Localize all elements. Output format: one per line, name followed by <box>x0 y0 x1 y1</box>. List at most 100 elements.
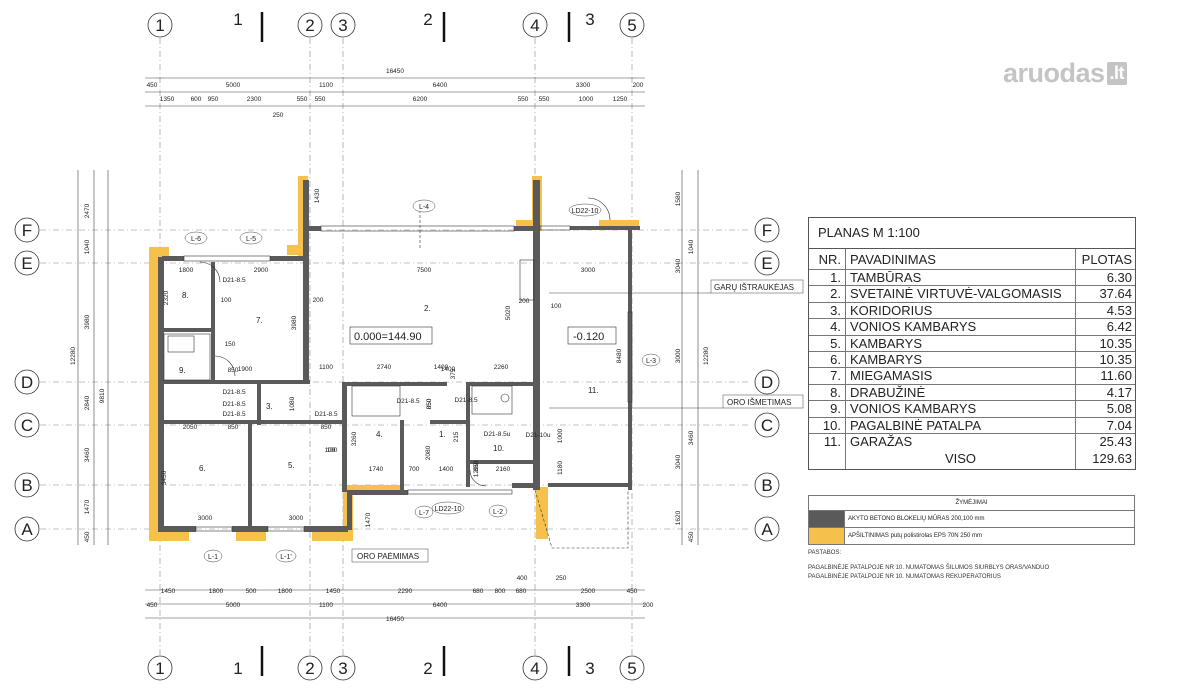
svg-text:450: 450 <box>147 82 158 89</box>
svg-text:850: 850 <box>228 424 239 431</box>
svg-text:1: 1 <box>155 659 164 678</box>
axis-grid <box>40 38 750 655</box>
room-area: 4.53 <box>1106 302 1132 318</box>
dimension-texts-right: 1580 1040 3040 3000 3460 3040 1620 450 1… <box>675 191 710 542</box>
svg-text:2470: 2470 <box>84 203 91 218</box>
svg-text:1800: 1800 <box>179 267 194 274</box>
axis-bubble-bottom: 3 <box>585 659 594 678</box>
note-line: PAGALBINĖJE PATALPOJE NR 10. NUMATOMAS Š… <box>808 565 1050 571</box>
svg-text:200: 200 <box>313 297 324 304</box>
axis-bubble-left: A <box>14 516 40 542</box>
svg-text:3: 3 <box>338 659 347 678</box>
symbol-row-insulation: APŠILTINIMAS putų polistirolas EPS 70N 2… <box>809 528 1134 544</box>
svg-text:100: 100 <box>221 297 232 304</box>
room-schedule-table: PLANAS M 1:100 NR. PAVADINIMAS PLOTAS 1.… <box>808 217 1136 471</box>
svg-text:2050: 2050 <box>183 424 198 431</box>
svg-text:1800: 1800 <box>209 588 224 595</box>
svg-text:3450: 3450 <box>161 470 168 485</box>
svg-text:950: 950 <box>208 96 219 103</box>
schedule-total-row: VISO 129.63 <box>809 449 1135 470</box>
svg-text:1040: 1040 <box>688 239 695 254</box>
svg-text:3000: 3000 <box>289 515 304 522</box>
svg-text:100: 100 <box>327 447 338 454</box>
room-name: GARAŽAS <box>846 433 1076 450</box>
room-area: 4.17 <box>1106 384 1132 400</box>
axis-bubble-left: B <box>14 472 40 498</box>
header-name: PAVADINIMAS <box>846 249 1076 269</box>
svg-text:F: F <box>762 221 772 240</box>
svg-text:400: 400 <box>517 575 528 582</box>
svg-text:3300: 3300 <box>576 82 591 89</box>
axis-bubble-bottom: 5 <box>619 655 645 681</box>
axis-bubble-bottom: 1 <box>147 655 173 681</box>
symbol-row-masonry: AKYTO BETONO BLOKELIŲ MŪRAS 200,100 mm <box>809 511 1134 528</box>
axis-bubble-left: F <box>14 217 40 243</box>
dimension-texts-bottom: 1450 1800 500 1800 1450 2290 680 800 680… <box>147 588 654 623</box>
svg-text:450: 450 <box>147 602 158 609</box>
svg-text:3: 3 <box>585 659 594 678</box>
svg-text:F: F <box>22 221 32 240</box>
room-nr: 10. <box>809 417 846 433</box>
svg-text:100: 100 <box>551 303 562 310</box>
svg-text:850: 850 <box>426 398 433 409</box>
svg-text:5000: 5000 <box>226 602 241 609</box>
svg-text:2500: 2500 <box>581 588 596 595</box>
level-markers: 0.000=144.90 -0.120 <box>349 326 617 345</box>
axis-bubble-bottom: 1 <box>233 659 242 678</box>
svg-text:D: D <box>21 373 33 392</box>
room-name: KAMBARYS <box>846 351 1076 368</box>
room-nr: 6. <box>809 351 846 368</box>
room-name: VONIOS KAMBARYS <box>846 401 1076 417</box>
svg-text:1470: 1470 <box>84 499 91 514</box>
svg-text:LD22-10: LD22-10 <box>435 506 462 513</box>
svg-text:1000: 1000 <box>557 428 564 443</box>
svg-text:C: C <box>761 416 773 435</box>
axis-bubble-top: 2 <box>297 12 323 38</box>
svg-text:1: 1 <box>233 659 242 678</box>
svg-text:3460: 3460 <box>84 447 91 462</box>
room-nr: 9. <box>809 401 846 417</box>
room-name: PAGALBINĖ PATALPA <box>846 417 1076 433</box>
svg-text:16450: 16450 <box>386 616 404 623</box>
symbols-legend: ŽYMĖJIMAI AKYTO BETONO BLOKELIŲ MŪRAS 20… <box>808 495 1135 545</box>
svg-text:A: A <box>761 520 773 539</box>
room-area: 5.08 <box>1106 401 1132 417</box>
svg-text:8480: 8480 <box>616 348 623 363</box>
svg-text:1.: 1. <box>439 430 446 439</box>
svg-text:2.: 2. <box>424 304 431 313</box>
room-name: SVETAINĖ VIRTUVĖ-VALGOMASIS <box>846 286 1076 302</box>
room-name: KAMBARYS <box>846 335 1076 351</box>
svg-text:2260: 2260 <box>494 364 509 371</box>
svg-text:3040: 3040 <box>675 454 682 469</box>
openings <box>163 197 633 549</box>
svg-text:D21-8.5: D21-8.5 <box>454 397 478 404</box>
dimension-texts-left: 2470 1040 3980 2840 3460 1470 450 12280 … <box>70 203 106 542</box>
dimension-texts-top: 16450 450 5000 1100 6400 3300 200 1350 6… <box>147 68 644 103</box>
svg-text:3000: 3000 <box>581 267 596 274</box>
axis-bubble-right: F <box>754 217 780 243</box>
svg-text:16450: 16450 <box>386 68 404 75</box>
svg-text:1450: 1450 <box>326 588 341 595</box>
svg-text:1100: 1100 <box>319 602 333 609</box>
masonry-label: AKYTO BETONO BLOKELIŲ MŪRAS 200,100 mm <box>848 516 985 522</box>
svg-text:3300: 3300 <box>576 602 591 609</box>
svg-text:2320: 2320 <box>163 290 170 305</box>
svg-text:D21-8.5: D21-8.5 <box>396 398 420 405</box>
axis-bubble-right: A <box>754 516 780 542</box>
logo-text: aruodas <box>1003 58 1105 88</box>
svg-text:A: A <box>21 520 33 539</box>
svg-text:3: 3 <box>338 16 347 35</box>
svg-text:3.: 3. <box>266 402 273 411</box>
svg-text:B: B <box>761 476 772 495</box>
svg-text:3980: 3980 <box>291 315 298 330</box>
svg-text:600: 600 <box>191 96 202 103</box>
svg-text:450: 450 <box>84 531 91 542</box>
svg-text:L-5: L-5 <box>246 236 256 243</box>
svg-text:1580: 1580 <box>675 191 682 206</box>
svg-text:550: 550 <box>315 96 326 103</box>
svg-text:2160: 2160 <box>496 466 511 473</box>
schedule-title: PLANAS M 1:100 <box>809 218 1135 249</box>
axis-bubble-right: D <box>754 369 780 395</box>
